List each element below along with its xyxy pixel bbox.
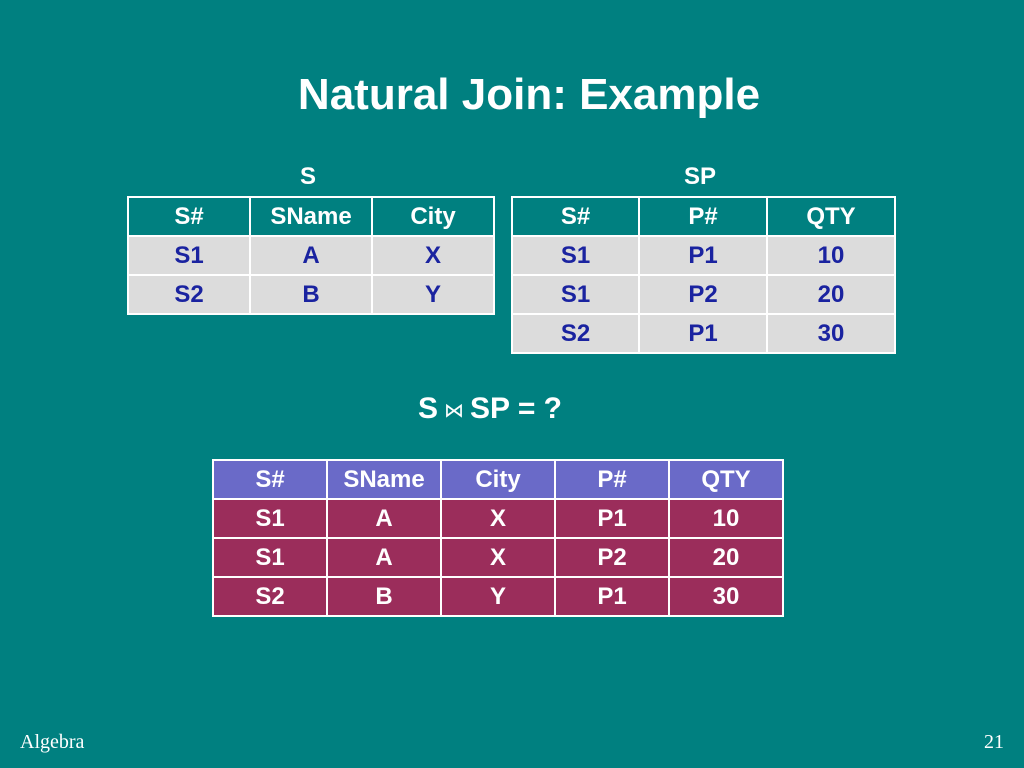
table-header-row: S# SName City P# QTY xyxy=(212,459,784,500)
table-cell: S1 xyxy=(511,274,640,315)
table-row: S2 B Y P1 30 xyxy=(212,576,784,617)
table-row: S2 B Y xyxy=(127,274,495,315)
header-cell: City xyxy=(371,196,495,237)
table-cell: A xyxy=(249,235,373,276)
table-cell: P1 xyxy=(638,235,768,276)
table-s: S# SName City S1 A X S2 B Y xyxy=(127,196,495,315)
table-cell: S1 xyxy=(511,235,640,276)
table-cell: P1 xyxy=(638,313,768,354)
table-row: S1 A X P2 20 xyxy=(212,537,784,578)
header-cell: P# xyxy=(638,196,768,237)
table-cell: B xyxy=(326,576,442,617)
table-header-row: S# P# QTY xyxy=(511,196,896,237)
header-cell: S# xyxy=(127,196,251,237)
table-cell: S2 xyxy=(127,274,251,315)
header-cell: QTY xyxy=(766,196,896,237)
table-sp-caption: SP xyxy=(684,163,717,190)
result-table: S# SName City P# QTY S1 A X P1 10 S1 A X… xyxy=(212,459,784,617)
header-cell: SName xyxy=(326,459,442,500)
table-cell: S2 xyxy=(212,576,328,617)
slide-number: 21 xyxy=(984,731,1004,753)
header-cell: QTY xyxy=(668,459,784,500)
table-cell: 30 xyxy=(766,313,896,354)
table-cell: S1 xyxy=(212,537,328,578)
table-cell: B xyxy=(249,274,373,315)
table-cell: X xyxy=(371,235,495,276)
table-row: S2 P1 30 xyxy=(511,313,896,354)
table-row: S1 A X P1 10 xyxy=(212,498,784,539)
table-row: S1 A X xyxy=(127,235,495,276)
natural-join-symbol: ⋈ xyxy=(444,400,464,422)
table-cell: A xyxy=(326,498,442,539)
table-cell: X xyxy=(440,537,556,578)
table-cell: X xyxy=(440,498,556,539)
expression-left: S xyxy=(417,392,438,425)
table-cell: Y xyxy=(440,576,556,617)
expression-right: SP = ? xyxy=(470,392,562,425)
table-header-row: S# SName City xyxy=(127,196,495,237)
table-cell: S2 xyxy=(511,313,640,354)
table-cell: 20 xyxy=(668,537,784,578)
header-cell: SName xyxy=(249,196,373,237)
join-expression: S ⋈ SP = ? xyxy=(0,392,980,426)
table-cell: P2 xyxy=(638,274,768,315)
table-cell: P1 xyxy=(554,576,670,617)
table-cell: P2 xyxy=(554,537,670,578)
table-row: S1 P2 20 xyxy=(511,274,896,315)
table-s-caption: S xyxy=(300,163,317,190)
table-sp: S# P# QTY S1 P1 10 S1 P2 20 S2 P1 30 xyxy=(511,196,896,354)
header-cell: City xyxy=(440,459,556,500)
header-cell: P# xyxy=(554,459,670,500)
table-cell: 10 xyxy=(766,235,896,276)
slide-title: Natural Join: Example xyxy=(297,70,761,119)
table-cell: S1 xyxy=(127,235,251,276)
table-row: S1 P1 10 xyxy=(511,235,896,276)
table-cell: 20 xyxy=(766,274,896,315)
table-cell: 30 xyxy=(668,576,784,617)
table-cell: Y xyxy=(371,274,495,315)
table-cell: 10 xyxy=(668,498,784,539)
table-cell: P1 xyxy=(554,498,670,539)
header-cell: S# xyxy=(212,459,328,500)
table-cell: A xyxy=(326,537,442,578)
footer-topic: Algebra xyxy=(20,731,85,753)
header-cell: S# xyxy=(511,196,640,237)
table-cell: S1 xyxy=(212,498,328,539)
